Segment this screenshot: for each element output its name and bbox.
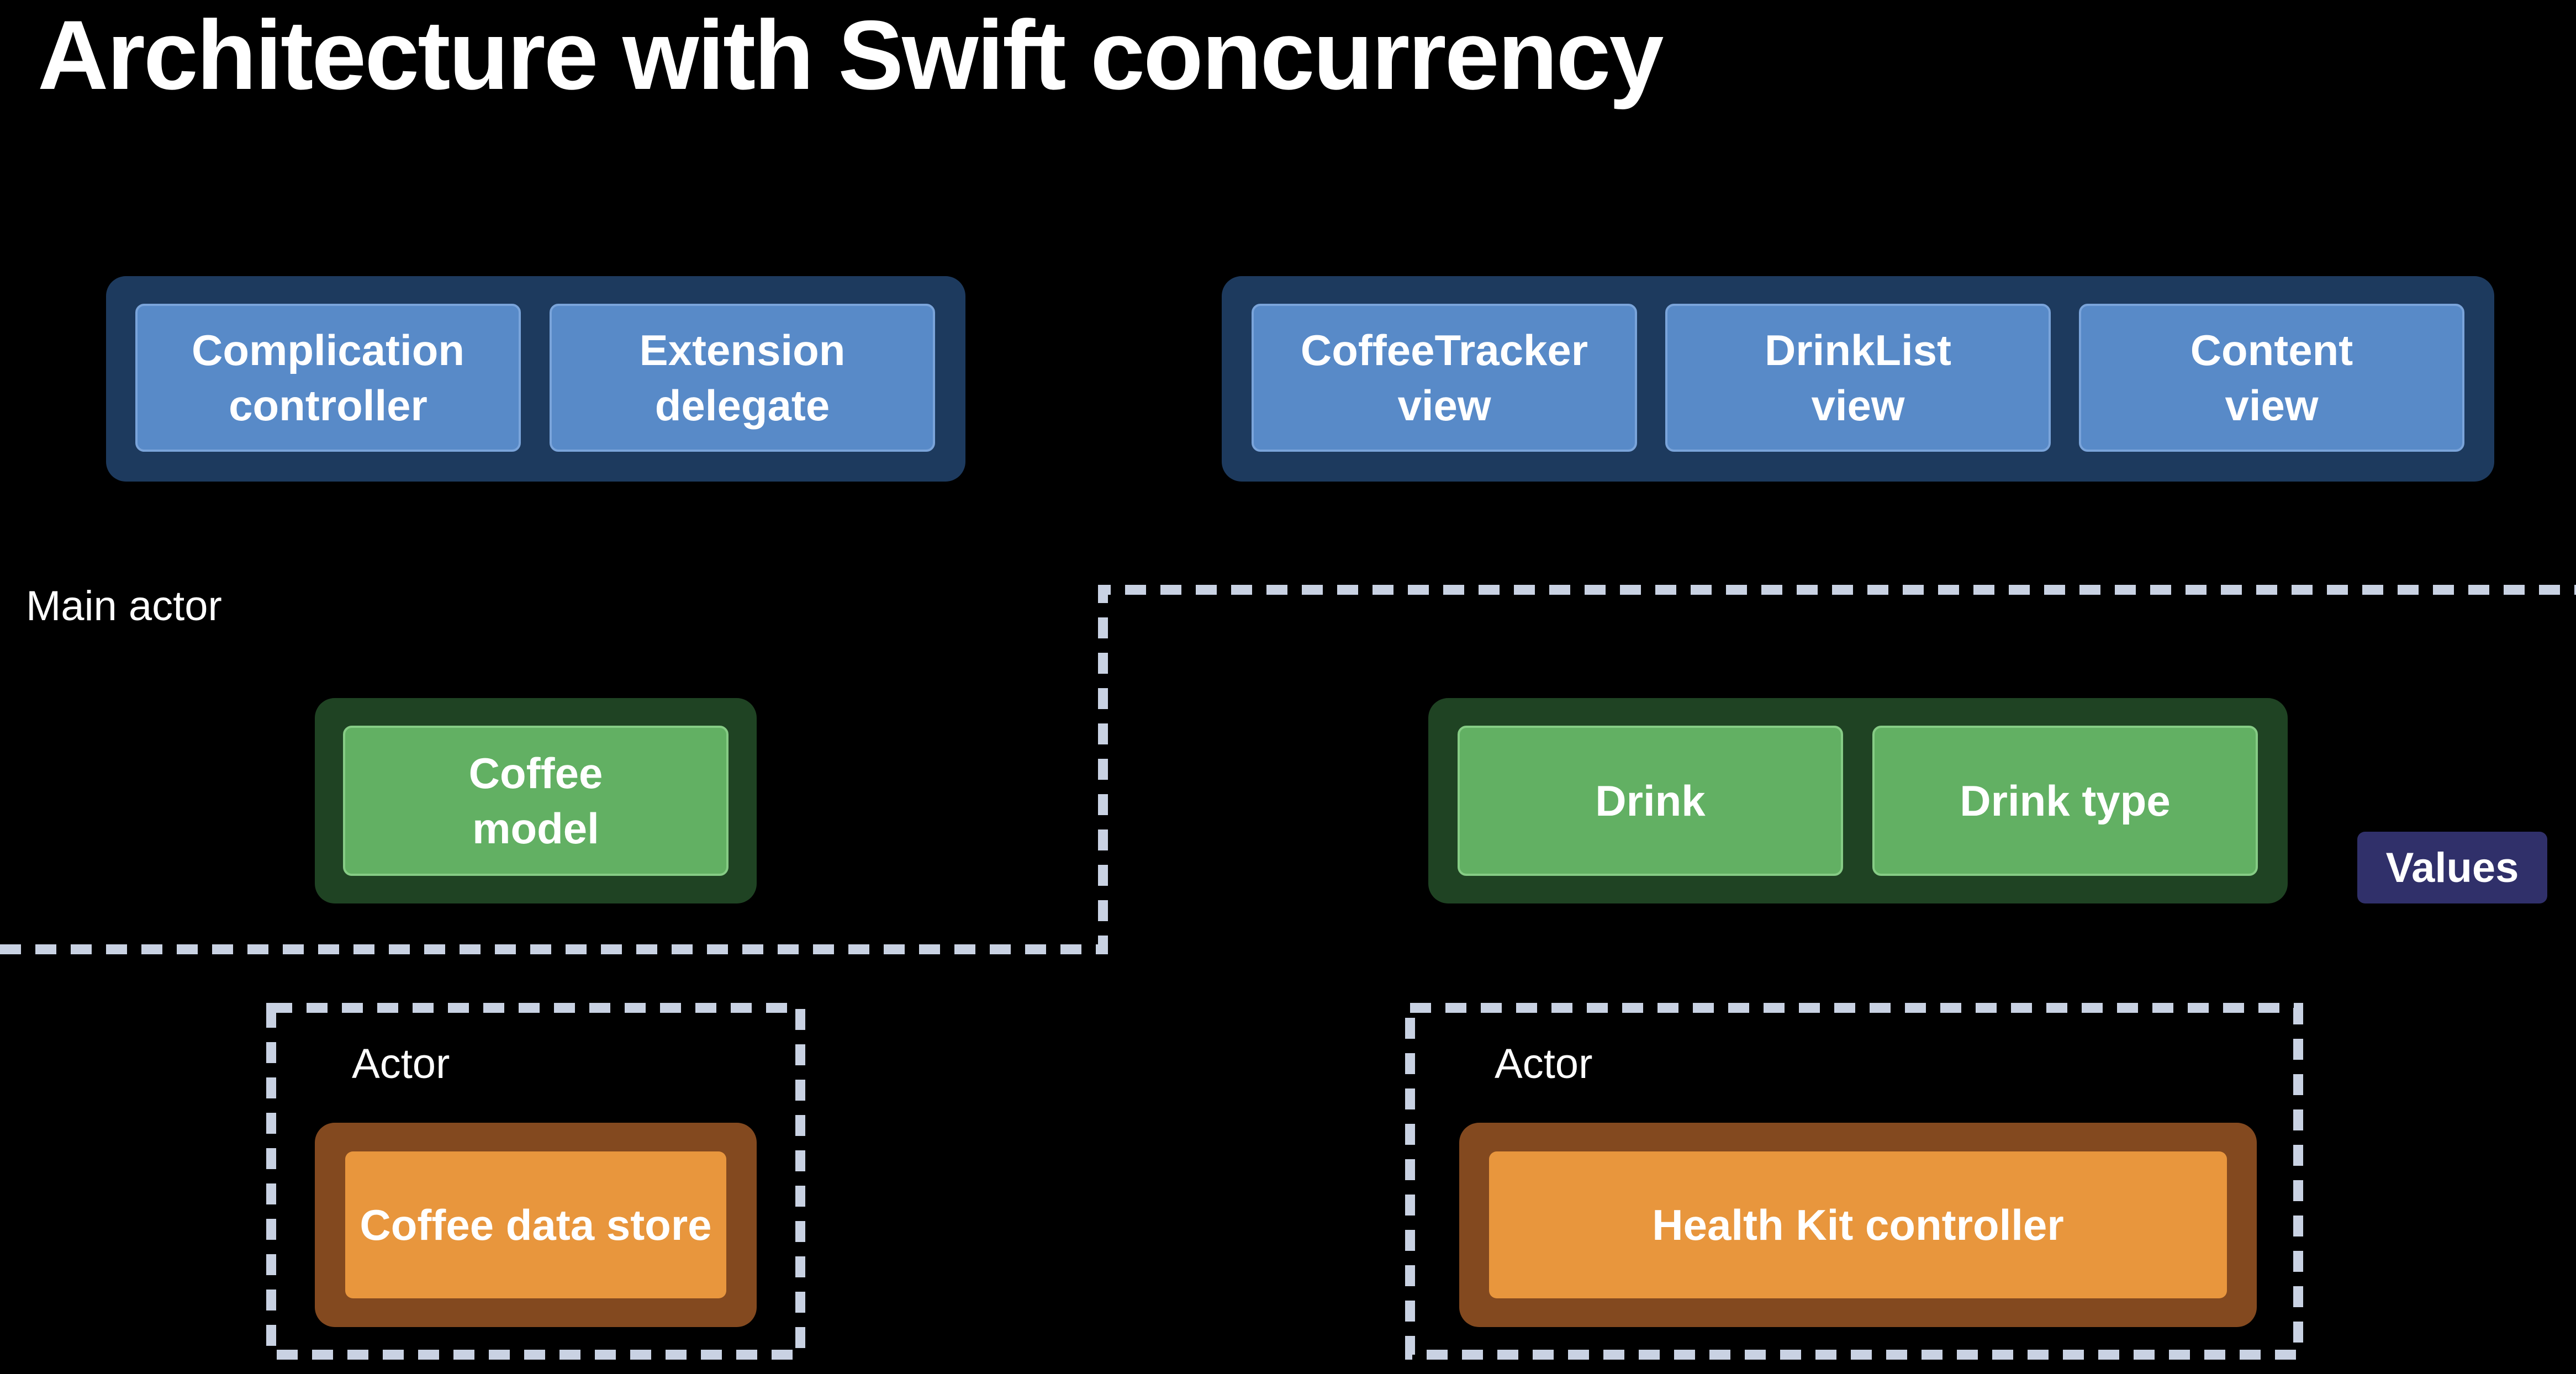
coffee-model-label: Coffee model: [468, 749, 603, 853]
actor-left-label: Actor: [352, 1040, 450, 1087]
extension-delegate-box[interactable]: Extension delegate: [550, 304, 935, 452]
drink-values-group: Drink Drink type: [1428, 698, 2288, 903]
content-view-label: Content view: [2190, 326, 2353, 430]
main-actor-label: Main actor: [26, 583, 222, 630]
coffee-data-store-label: Coffee data store: [360, 1201, 712, 1249]
views-group: CoffeeTracker view DrinkList view Conten…: [1222, 276, 2494, 482]
drink-label: Drink: [1595, 776, 1706, 825]
actor-right-boundary: [1405, 1003, 2303, 1360]
coffee-data-store-box[interactable]: Coffee data store: [345, 1151, 726, 1298]
main-actor-boundary: [0, 585, 2576, 954]
complication-controller-box[interactable]: Complication controller: [135, 304, 521, 452]
extension-delegate-label: Extension delegate: [639, 326, 846, 430]
coffee-model-box[interactable]: Coffee model: [343, 726, 729, 876]
actor-left-boundary: [266, 1003, 805, 1360]
coffee-model-group: Coffee model: [315, 698, 757, 903]
slide-title: Architecture with Swift concurrency: [38, 0, 1664, 110]
coffeetracker-view-label: CoffeeTracker view: [1300, 326, 1588, 430]
drink-box[interactable]: Drink: [1458, 726, 1843, 876]
coffee-data-store-group: Coffee data store: [315, 1123, 757, 1327]
health-kit-controller-label: Health Kit controller: [1652, 1201, 2064, 1249]
app-delegates-group: Complication controller Extension delega…: [106, 276, 965, 482]
drink-type-box[interactable]: Drink type: [1872, 726, 2258, 876]
content-view-box[interactable]: Content view: [2079, 304, 2464, 452]
complication-controller-label: Complication controller: [191, 326, 464, 430]
health-kit-controller-group: Health Kit controller: [1459, 1123, 2257, 1327]
drinklist-view-box[interactable]: DrinkList view: [1665, 304, 2051, 452]
actor-right-label: Actor: [1495, 1040, 1593, 1087]
drink-type-label: Drink type: [1960, 776, 2171, 825]
drinklist-view-label: DrinkList view: [1764, 326, 1952, 430]
coffeetracker-view-box[interactable]: CoffeeTracker view: [1252, 304, 1637, 452]
health-kit-controller-box[interactable]: Health Kit controller: [1489, 1151, 2227, 1298]
values-tag: Values: [2357, 832, 2547, 903]
